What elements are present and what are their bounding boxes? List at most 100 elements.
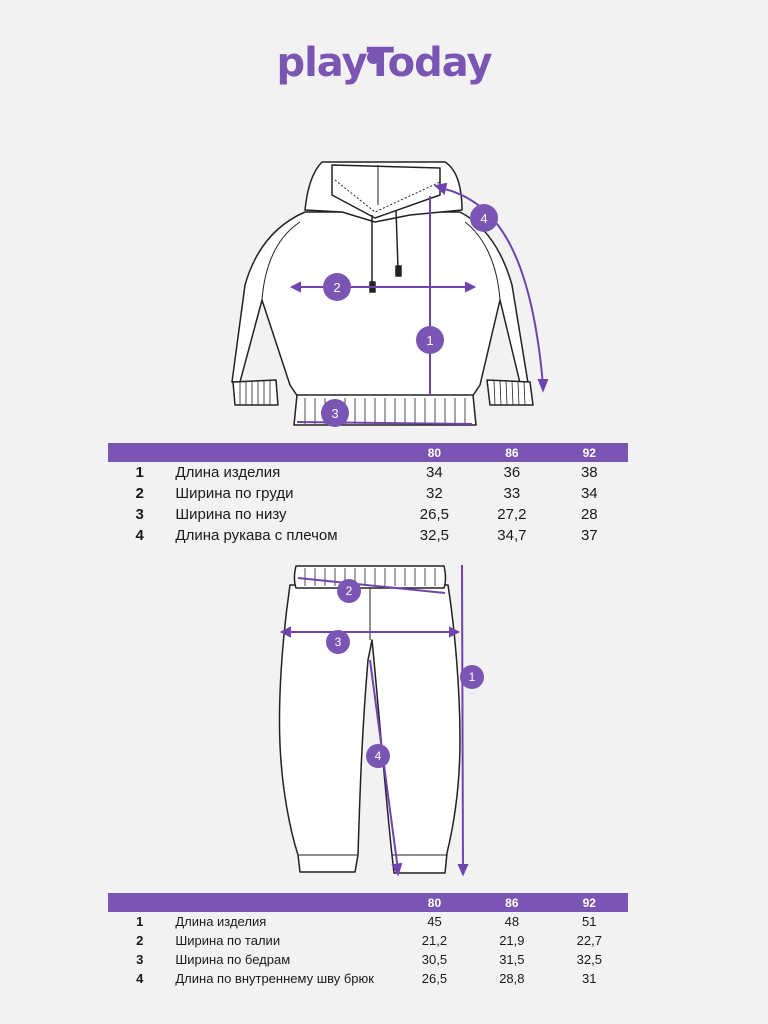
cuff-left-ribs (239, 381, 271, 405)
hoodie-marker-3: 3 (321, 399, 349, 427)
drawstring-tip-right (395, 265, 402, 277)
measurement-name: Длина рукава с плечом (175, 527, 338, 544)
arrow-head (537, 379, 549, 393)
size-header: 80 (395, 443, 474, 462)
measurement-value: 26,5 (421, 971, 448, 986)
measurement-name: Ширина по бедрам (175, 952, 291, 967)
measurement-value: 28,8 (499, 971, 525, 986)
pants-marker-2: 2 (337, 579, 361, 603)
size-header: 86 (473, 443, 551, 462)
svg-text:2: 2 (333, 280, 340, 295)
measurement-name: Длина по внутреннему шву брюк (175, 971, 374, 986)
waistband-ribs (304, 568, 436, 586)
measurement-name: Ширина по груди (175, 485, 294, 502)
measurement-value: 45 (427, 914, 442, 929)
size-header: 92 (550, 443, 628, 462)
arrow-head (433, 182, 448, 195)
measurement-value: 34,7 (497, 527, 527, 544)
hoodie-sleeve-line (439, 187, 544, 386)
row-number: 1 (136, 914, 144, 929)
drawstring-right (395, 209, 399, 269)
table-header-row: 80 86 92 (108, 443, 628, 462)
brand-logo-dot (367, 51, 380, 64)
arrow-head (391, 862, 403, 877)
arrow-head (289, 281, 301, 293)
measurement-value: 22,7 (576, 933, 602, 948)
hood-trim (334, 179, 441, 213)
header-blank (171, 893, 396, 912)
svg-text:2: 2 (346, 584, 353, 598)
arrow-head (465, 281, 477, 293)
measurement-value: 32 (426, 485, 443, 502)
hood-inner-line (331, 164, 441, 219)
sleeve-seam-left (261, 221, 301, 301)
table-row: 1 Длина изделия 34 36 38 (108, 462, 628, 483)
table-row: 4 Длина рукава с плечом 32,5 34,7 37 (108, 525, 628, 546)
measurement-name: Длина изделия (175, 914, 267, 929)
hoodie-marker-2: 2 (323, 273, 351, 301)
pants-marker-4: 4 (366, 744, 390, 768)
cuff-right (486, 379, 534, 406)
measurement-value: 51 (582, 914, 597, 929)
svg-text:3: 3 (331, 406, 338, 421)
hoodie-marker-4: 4 (470, 204, 498, 232)
row-number: 3 (136, 952, 144, 967)
cuff-left (232, 379, 279, 406)
header-blank (108, 443, 172, 462)
row-number: 2 (135, 485, 144, 502)
row-number: 4 (135, 527, 144, 544)
pants-waist-line (297, 577, 446, 594)
measurement-name: Длина изделия (175, 464, 281, 481)
cuff-right-ribs (493, 380, 526, 406)
hoodie-hood (304, 161, 463, 223)
measurement-value: 21,2 (421, 933, 448, 948)
row-number: 2 (136, 933, 144, 948)
header-blank (171, 443, 396, 462)
pants-size-table: 80 86 92 1 Длина изделия 45 48 51 2 Шири… (108, 893, 628, 988)
table-row: 4 Длина по внутреннему шву брюк 26,5 28,… (108, 969, 628, 988)
pants-sketch: 1 2 3 4 (278, 564, 484, 877)
pants-marker-3: 3 (326, 630, 350, 654)
pants-marker-1: 1 (460, 665, 484, 689)
measurement-value: 26,5 (419, 506, 449, 523)
hoodie-sketch: 1 2 3 4 (231, 161, 549, 427)
measurement-value: 32,5 (419, 527, 449, 544)
size-header: 80 (395, 893, 474, 912)
brand-logo: playToday (0, 40, 768, 86)
measurement-value: 37 (580, 527, 598, 544)
measurement-value: 32,5 (576, 952, 602, 967)
row-number: 4 (136, 971, 144, 986)
svg-text:4: 4 (375, 749, 382, 763)
table-header-row: 80 86 92 (108, 893, 628, 912)
svg-text:4: 4 (480, 211, 487, 226)
row-number: 3 (135, 506, 144, 523)
table-row: 3 Ширина по низу 26,5 27,2 28 (108, 504, 628, 525)
table-row: 1 Длина изделия 45 48 51 (108, 912, 628, 931)
measurement-value: 21,9 (499, 933, 525, 948)
measurement-value: 31 (582, 971, 597, 986)
svg-text:1: 1 (426, 333, 433, 348)
sleeve-seam-right (464, 221, 501, 301)
arrow-head (449, 626, 461, 638)
size-header: 86 (473, 893, 551, 912)
svg-text:1: 1 (469, 670, 476, 684)
table-row: 2 Ширина по груди 32 33 34 (108, 483, 628, 504)
brand-logo-text: playToday (276, 40, 492, 86)
size-header: 92 (550, 893, 628, 912)
measurement-value: 31,5 (499, 952, 525, 967)
measurement-name: Ширина по низу (175, 506, 287, 523)
table-row: 2 Ширина по талии 21,2 21,9 22,7 (108, 931, 628, 950)
table-row: 3 Ширина по бедрам 30,5 31,5 32,5 (108, 950, 628, 969)
arrow-head (279, 626, 291, 638)
arrow-head (457, 864, 469, 877)
measurement-value: 34 (426, 464, 443, 481)
measurement-value: 33 (503, 485, 521, 502)
header-blank (108, 893, 172, 912)
measurement-value: 38 (580, 464, 598, 481)
hoodie-body (231, 211, 529, 401)
hoodie-marker-1: 1 (416, 326, 444, 354)
measurement-value: 48 (504, 914, 520, 929)
row-number: 1 (135, 464, 144, 481)
measurement-value: 30,5 (421, 952, 448, 967)
measurement-value: 27,2 (497, 506, 527, 523)
